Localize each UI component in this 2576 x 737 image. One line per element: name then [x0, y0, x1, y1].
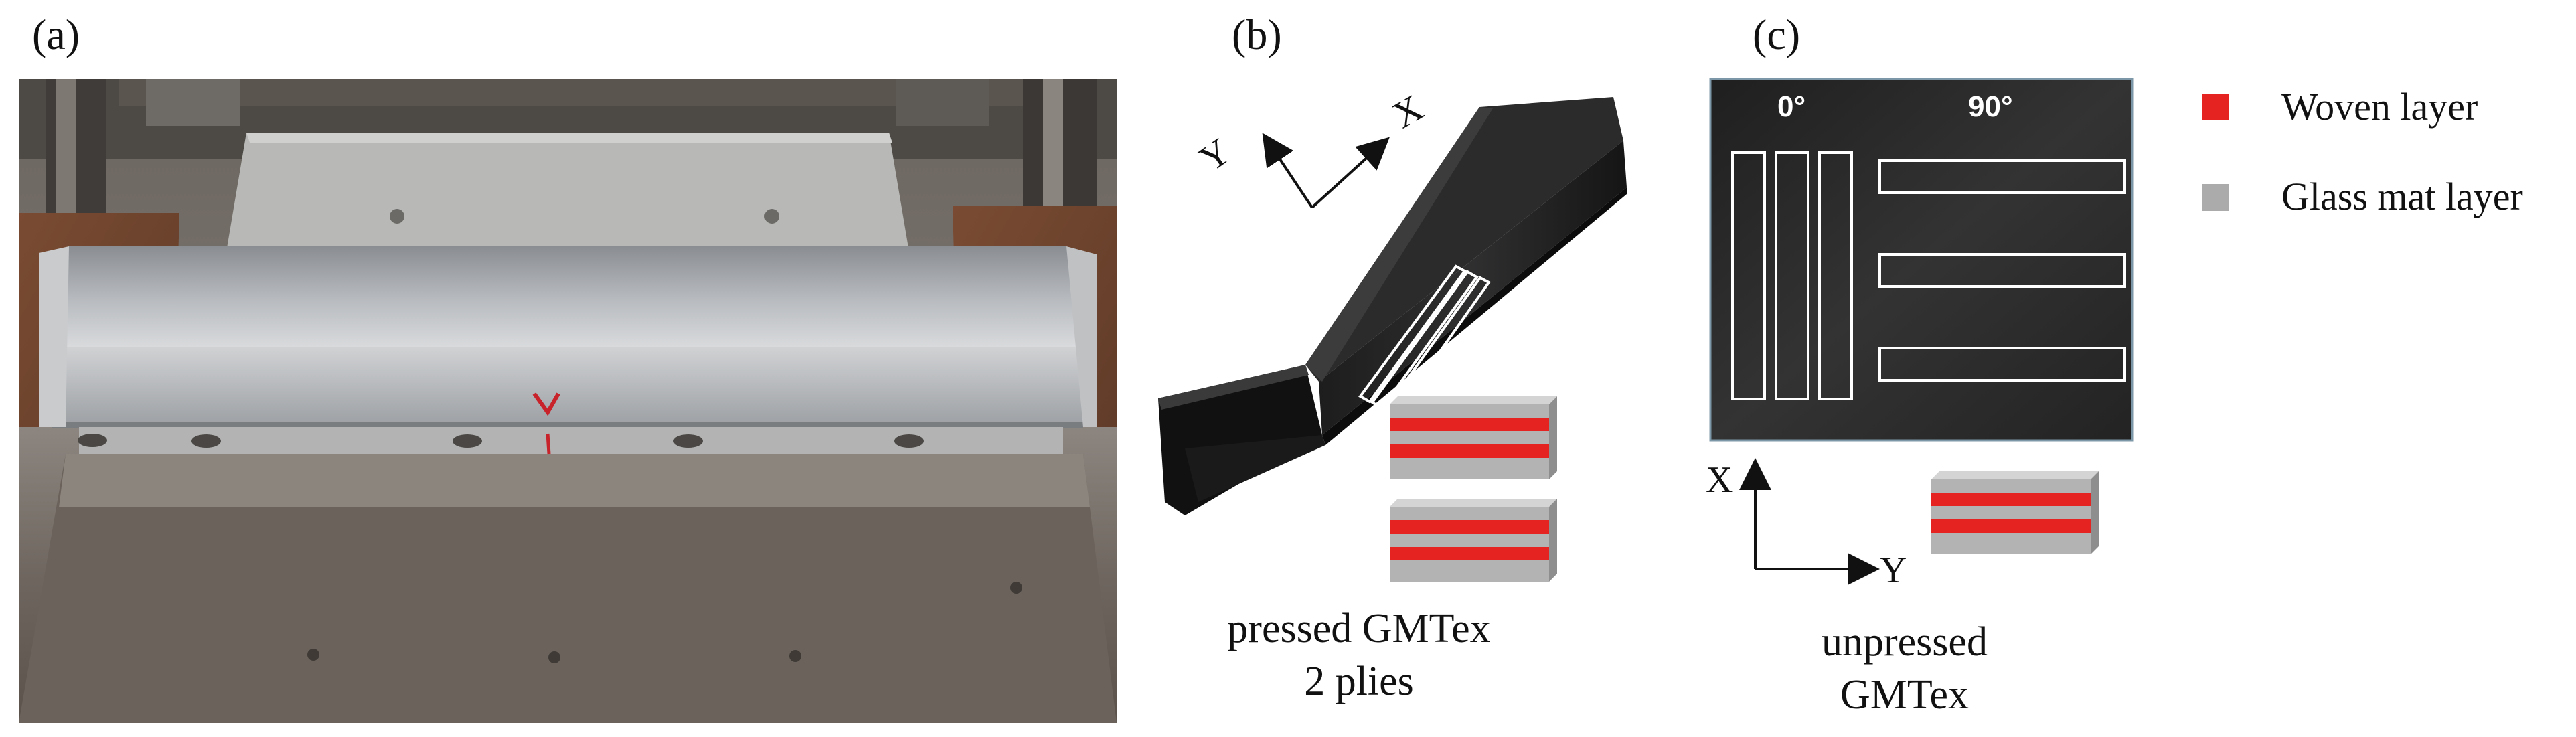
orientation-90-label: 90°	[1968, 90, 2013, 123]
axis-x-label-c: X	[1706, 459, 1733, 501]
caption-c: unpressed GMTex	[1777, 616, 2032, 722]
legend-swatch-woven	[2202, 94, 2229, 120]
panel-a-label: (a)	[32, 11, 80, 58]
layer-stack-b-bottom	[1390, 499, 1557, 582]
axis-y-label-c: Y	[1880, 550, 1907, 591]
unpressed-plate-photo	[1709, 78, 2134, 442]
press-mold-photo	[19, 79, 1117, 723]
layer-stack-c	[1931, 471, 2099, 554]
caption-b-line2: 2 plies	[1304, 659, 1414, 705]
caption-c-line1: unpressed	[1822, 619, 1988, 665]
caption-b: pressed GMTex 2 plies	[1158, 602, 1560, 709]
u-channel-part	[1158, 97, 1627, 515]
legend-label-woven: Woven layer	[2281, 85, 2478, 129]
panel-c-label: (c)	[1753, 11, 1801, 58]
orientation-0-label: 0°	[1777, 90, 1806, 123]
specimen-outlines-c	[1731, 151, 2126, 400]
legend-label-glass-mat: Glass mat layer	[2281, 175, 2523, 218]
coordinate-axes-b	[1262, 133, 1390, 209]
legend-swatch-glass-mat	[2202, 184, 2229, 211]
caption-c-line2: GMTex	[1840, 672, 1969, 718]
coordinate-axes-c	[1739, 458, 1880, 585]
layer-stack-b-top	[1390, 396, 1557, 479]
caption-b-line1: pressed GMTex	[1227, 606, 1491, 651]
panel-b-label: (b)	[1232, 11, 1282, 58]
